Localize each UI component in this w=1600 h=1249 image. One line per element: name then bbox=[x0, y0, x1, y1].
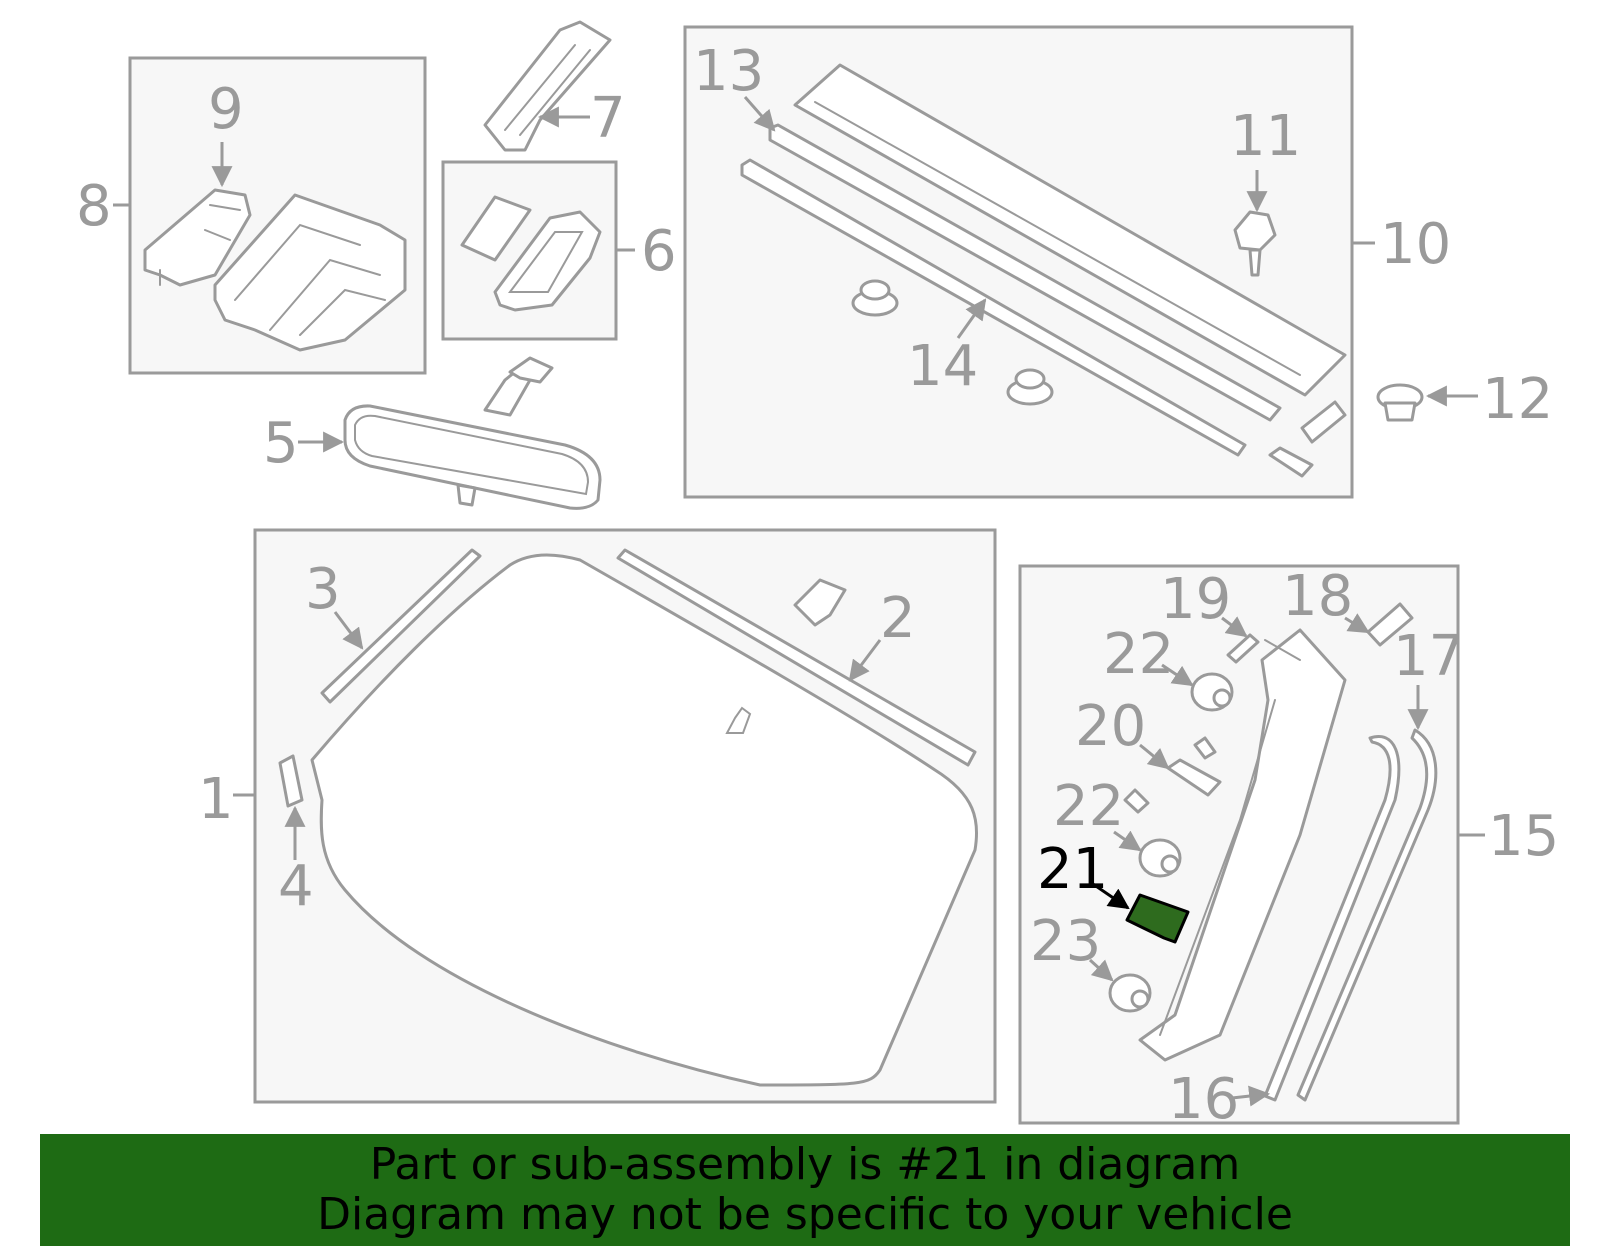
part-3-molding bbox=[320, 548, 482, 704]
callout-11: 11 bbox=[1230, 104, 1301, 169]
part-18-clip bbox=[1366, 602, 1414, 647]
callout-5: 5 bbox=[263, 411, 299, 476]
part-10-clips bbox=[1268, 400, 1347, 478]
leader-2 bbox=[848, 639, 882, 682]
leader-16 bbox=[1231, 1085, 1271, 1107]
part-23-grommet bbox=[1108, 973, 1152, 1013]
part-17-strip bbox=[1296, 728, 1438, 1102]
callout-12: 12 bbox=[1482, 367, 1553, 432]
callout-18: 18 bbox=[1282, 564, 1353, 629]
part-8-housing bbox=[213, 193, 407, 352]
callout-1: 1 bbox=[198, 767, 234, 832]
part-2-clip bbox=[793, 578, 847, 627]
callout-22a: 22 bbox=[1103, 622, 1174, 687]
callout-10: 10 bbox=[1380, 212, 1451, 277]
leader-14 bbox=[956, 298, 987, 339]
part-6-pieces bbox=[460, 195, 602, 312]
part-2-molding bbox=[616, 548, 977, 767]
callout-14: 14 bbox=[907, 334, 978, 399]
part-14-grommets bbox=[851, 279, 1054, 406]
banner-line-1: Part or sub-assembly is #21 in diagram bbox=[369, 1139, 1241, 1190]
parts-diagram: 1 2 3 4 5 6 7 8 9 10 11 12 13 14 15 16 1… bbox=[76, 20, 1559, 1130]
leader-22b bbox=[1113, 830, 1142, 852]
leader-23 bbox=[1088, 958, 1114, 982]
part-12-nut bbox=[1376, 383, 1424, 422]
part-5-rearview-mirror bbox=[343, 356, 602, 510]
part-1-windshield bbox=[310, 553, 979, 1087]
part-13-seal-strip bbox=[768, 123, 1282, 422]
leader-13 bbox=[743, 96, 776, 132]
callout-8: 8 bbox=[76, 174, 112, 239]
callout-22b: 22 bbox=[1053, 774, 1124, 839]
callout-2: 2 bbox=[880, 586, 916, 651]
leader-22a bbox=[1161, 663, 1194, 687]
leader-18 bbox=[1344, 613, 1370, 634]
part-14-weatherstrip bbox=[740, 158, 1247, 457]
leader-19 bbox=[1221, 616, 1248, 638]
info-banner: Part or sub-assembly is #21 in diagram D… bbox=[40, 1134, 1570, 1246]
part-7-cover bbox=[483, 20, 612, 152]
banner-line-2: Diagram may not be specific to your vehi… bbox=[317, 1189, 1293, 1240]
part-9-bracket bbox=[143, 188, 252, 287]
callout-16: 16 bbox=[1168, 1067, 1239, 1130]
leader-21 bbox=[1089, 880, 1130, 910]
callout-19: 19 bbox=[1160, 567, 1231, 632]
callout-15: 15 bbox=[1488, 804, 1559, 869]
callout-3: 3 bbox=[305, 557, 341, 622]
callout-4: 4 bbox=[278, 854, 314, 919]
part-10-cowl bbox=[793, 63, 1347, 397]
part-22-grommets bbox=[1138, 672, 1234, 878]
callout-20: 20 bbox=[1075, 694, 1146, 759]
callout-23: 23 bbox=[1030, 909, 1101, 974]
part-15-pillar-garnish bbox=[1138, 628, 1347, 1062]
callout-21: 21 bbox=[1037, 837, 1108, 902]
callout-7: 7 bbox=[590, 86, 626, 151]
leader-20 bbox=[1139, 743, 1170, 770]
part-4-clip bbox=[278, 754, 304, 808]
callout-6: 6 bbox=[641, 219, 677, 284]
part-19-clip bbox=[1226, 633, 1260, 664]
part-21-highlighted[interactable] bbox=[1125, 893, 1190, 944]
part-20-clip bbox=[1123, 736, 1222, 814]
leader-3 bbox=[333, 611, 364, 650]
callout-17: 17 bbox=[1393, 624, 1464, 689]
callout-9: 9 bbox=[208, 77, 244, 142]
callout-13: 13 bbox=[693, 39, 764, 104]
